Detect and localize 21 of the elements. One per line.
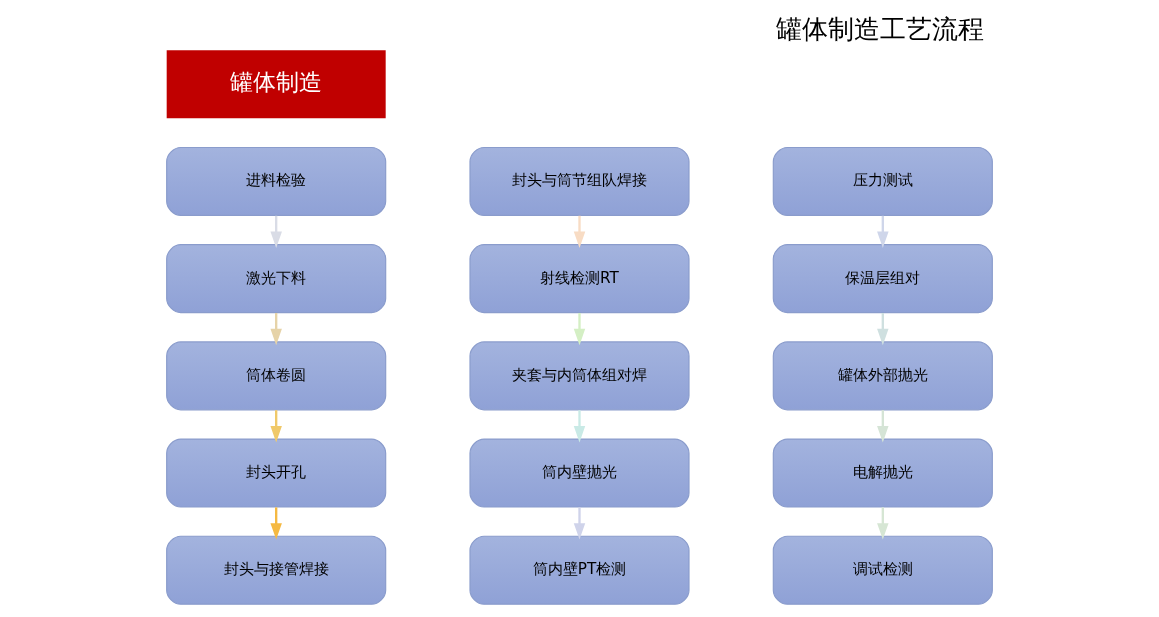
- node-box: 夹套与内筒体组对焊: [469, 341, 690, 411]
- node-box: 封头与筒节组队焊接: [469, 146, 690, 216]
- node-box: 激光下料: [166, 244, 387, 314]
- node-box: 封头与接管焊接: [166, 535, 387, 605]
- node-box: 筒内壁抛光: [469, 438, 690, 508]
- node-box: 保温层组对: [772, 244, 993, 314]
- node-box: 电解抛光: [772, 438, 993, 508]
- node-box: 封头开孔: [166, 438, 387, 508]
- node-box: 进料检验: [166, 146, 387, 216]
- arrow: [573, 507, 586, 540]
- diagram-title: 罐体制造工艺流程: [776, 14, 985, 45]
- arrow: [573, 410, 586, 443]
- node-box: 筒体卷圆: [166, 341, 387, 411]
- label: 罐体制造: [230, 68, 323, 97]
- arrow: [573, 215, 586, 248]
- node-box: 射线检测RT: [469, 244, 690, 314]
- node-box: 压力测试: [772, 146, 993, 216]
- node-box: 筒内壁PT检测: [469, 535, 690, 605]
- node-box: 调试检测: [772, 535, 993, 605]
- node-box: 罐体外部抛光: [772, 341, 993, 411]
- arrow: [573, 313, 586, 346]
